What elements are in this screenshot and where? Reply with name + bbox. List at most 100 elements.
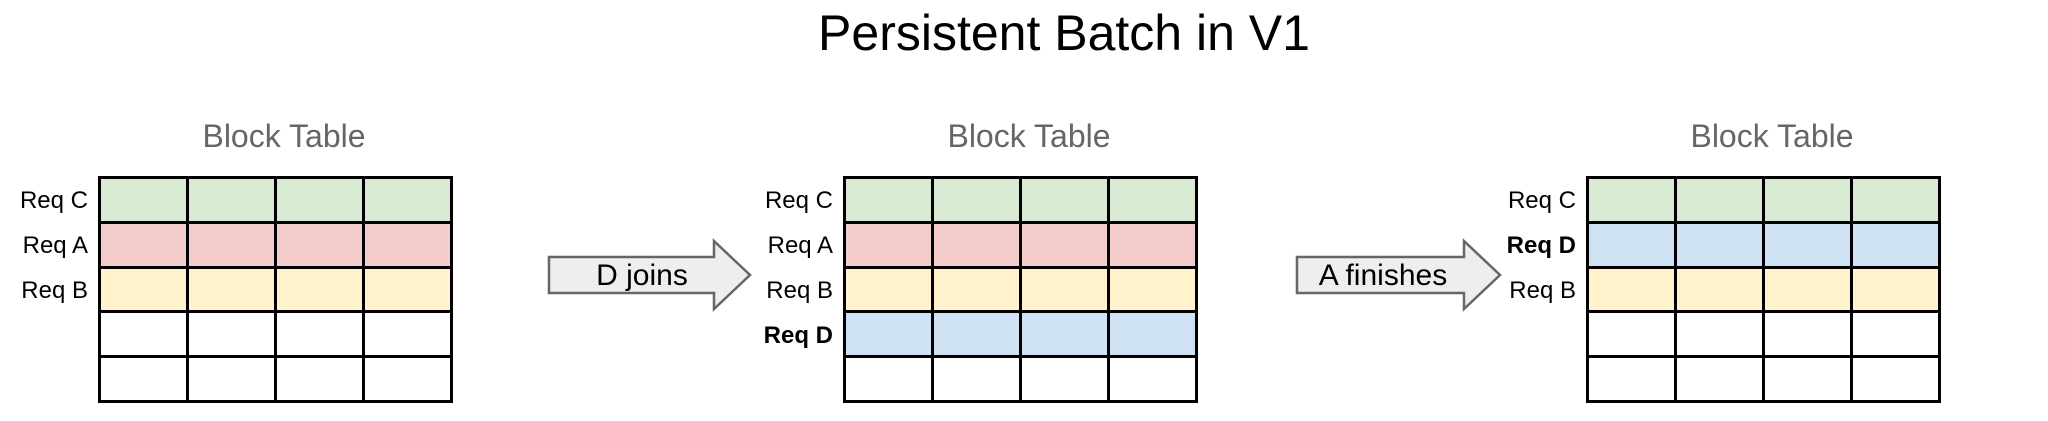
table-row [843, 220, 1198, 269]
block-cell [362, 355, 453, 403]
row-label: Req C [19, 186, 88, 214]
table-row [843, 310, 1198, 359]
table-row [843, 265, 1198, 314]
block-cell [1850, 220, 1941, 269]
block-cell [931, 265, 1022, 314]
block-cell [1850, 310, 1941, 359]
row-label [13, 358, 88, 403]
block-cell [1762, 310, 1853, 359]
arrow-d-joins: D joins [547, 238, 753, 317]
block-cell [1107, 355, 1198, 403]
panel-body: Req C Req D Req B [1501, 176, 1958, 403]
row-label: Req B [1509, 276, 1576, 304]
block-cell [98, 265, 189, 314]
block-cell [1107, 176, 1198, 224]
block-cell [274, 265, 365, 314]
block-cell [98, 310, 189, 359]
row-label [13, 313, 88, 358]
block-cell [931, 355, 1022, 403]
arrow-label: D joins [596, 259, 688, 292]
panel-title: Block Table [947, 118, 1111, 154]
block-cell [1674, 355, 1765, 403]
table-row [98, 310, 453, 359]
row-label [1501, 313, 1576, 358]
arrow-a-finishes: A finishes [1295, 238, 1503, 317]
block-cell [1107, 265, 1198, 314]
row-labels: Req C Req A Req B Req D [758, 176, 843, 403]
table-row [1586, 220, 1941, 269]
table-row [843, 176, 1198, 224]
block-cell [931, 220, 1022, 269]
block-cell [1019, 355, 1110, 403]
block-cell [1762, 176, 1853, 224]
block-cell [931, 310, 1022, 359]
block-cell [1586, 220, 1677, 269]
block-cell [843, 355, 934, 403]
panel-body: Req C Req A Req B Req D [758, 176, 1215, 403]
block-cell [1019, 310, 1110, 359]
block-cell [98, 176, 189, 224]
block-cell [274, 176, 365, 224]
block-cell [274, 310, 365, 359]
block-cell [1586, 265, 1677, 314]
block-cell [1019, 265, 1110, 314]
table-row [1586, 176, 1941, 224]
block-cell [1762, 355, 1853, 403]
block-cell [1107, 310, 1198, 359]
table-row [843, 355, 1198, 403]
table-row [98, 355, 453, 403]
right-arrow-icon: A finishes [1295, 238, 1502, 312]
block-cell [362, 176, 453, 224]
block-cell [1019, 176, 1110, 224]
block-cell [98, 220, 189, 269]
block-cell [186, 220, 277, 269]
row-label [1501, 358, 1576, 403]
block-cell [1850, 265, 1941, 314]
block-table [843, 176, 1198, 403]
block-cell [362, 265, 453, 314]
block-cell [186, 355, 277, 403]
block-cell [1850, 176, 1941, 224]
panel-block-table-1: Block Table Req C Req A Req B [13, 120, 470, 403]
block-cell [1107, 220, 1198, 269]
block-cell [274, 355, 365, 403]
right-arrow-icon: D joins [547, 238, 752, 312]
arrow-label: A finishes [1319, 259, 1447, 292]
block-table [1586, 176, 1941, 403]
row-label: Req D [1506, 231, 1576, 259]
row-label: Req D [763, 321, 833, 349]
panel-block-table-2: Block Table Req C Req A Req B Req D [758, 120, 1215, 403]
block-cell [1850, 355, 1941, 403]
table-row [98, 265, 453, 314]
block-cell [98, 355, 189, 403]
block-cell [843, 265, 934, 314]
block-cell [1762, 265, 1853, 314]
block-cell [1586, 355, 1677, 403]
block-cell [1762, 220, 1853, 269]
row-labels: Req C Req D Req B [1501, 176, 1586, 403]
row-label: Req B [766, 276, 833, 304]
table-row [98, 220, 453, 269]
block-cell [186, 176, 277, 224]
block-cell [1674, 176, 1765, 224]
block-cell [362, 220, 453, 269]
block-cell [1019, 220, 1110, 269]
row-label: Req A [767, 231, 833, 259]
block-cell [186, 265, 277, 314]
row-label: Req C [764, 186, 833, 214]
block-cell [843, 176, 934, 224]
block-cell [1674, 265, 1765, 314]
panel-title: Block Table [1690, 118, 1854, 154]
table-row [1586, 310, 1941, 359]
row-label [758, 358, 833, 403]
block-cell [1586, 310, 1677, 359]
block-cell [186, 310, 277, 359]
block-cell [843, 220, 934, 269]
block-cell [362, 310, 453, 359]
row-label: Req B [21, 276, 88, 304]
row-label: Req C [1507, 186, 1576, 214]
panel-body: Req C Req A Req B [13, 176, 470, 403]
table-row [98, 176, 453, 224]
panel-title: Block Table [202, 118, 366, 154]
block-cell [843, 310, 934, 359]
